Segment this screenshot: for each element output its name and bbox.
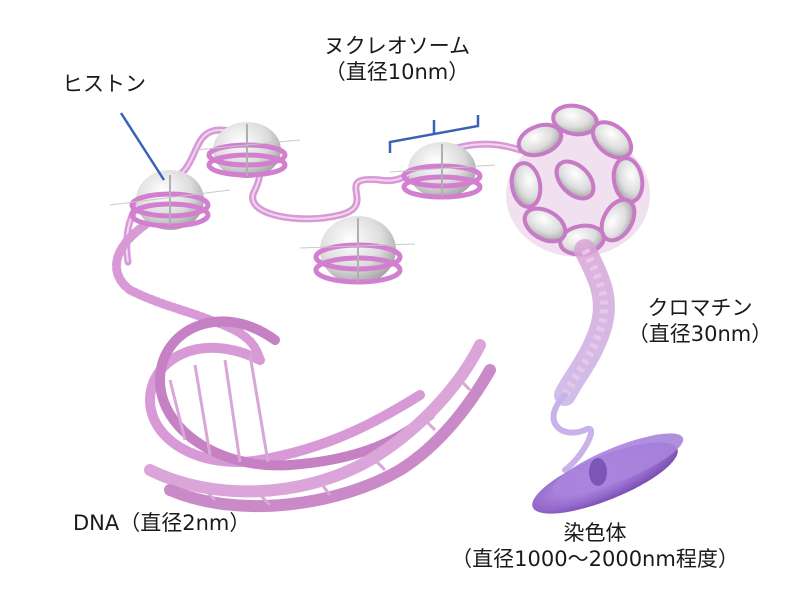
- chromatin-size: （直径30nm）: [627, 322, 773, 346]
- nucleosome-1: [109, 170, 231, 230]
- nucleosome-name: ヌクレオソーム: [323, 34, 471, 58]
- nucleosome-3: [299, 216, 416, 285]
- nucleosome-label: ヌクレオソーム （直径10nm）: [292, 33, 502, 85]
- histone-label: ヒストン: [62, 72, 146, 96]
- chromatin-fiber: [506, 103, 650, 473]
- nucleosome-4: [389, 142, 496, 200]
- chromosome: [532, 433, 684, 514]
- histone-pointer-line: [119, 112, 166, 181]
- chromosome-label: 染色体 （直径1000～2000nm程度）: [400, 520, 790, 572]
- chromatin-name: クロマチン: [647, 296, 753, 320]
- nucleosome-bracket: [388, 115, 480, 153]
- chromosome-size: （直径1000～2000nm程度）: [451, 547, 739, 571]
- dna-tail-left: [112, 220, 265, 365]
- nucleosome-size: （直径10nm）: [324, 60, 470, 84]
- dna-double-helix: [144, 316, 496, 513]
- nucleosome-2: [194, 122, 301, 178]
- chromosome-name: 染色体: [563, 521, 627, 545]
- dna-label: DNA（直径2nm）: [73, 511, 251, 535]
- chromatin-label: クロマチン （直径30nm）: [620, 295, 780, 347]
